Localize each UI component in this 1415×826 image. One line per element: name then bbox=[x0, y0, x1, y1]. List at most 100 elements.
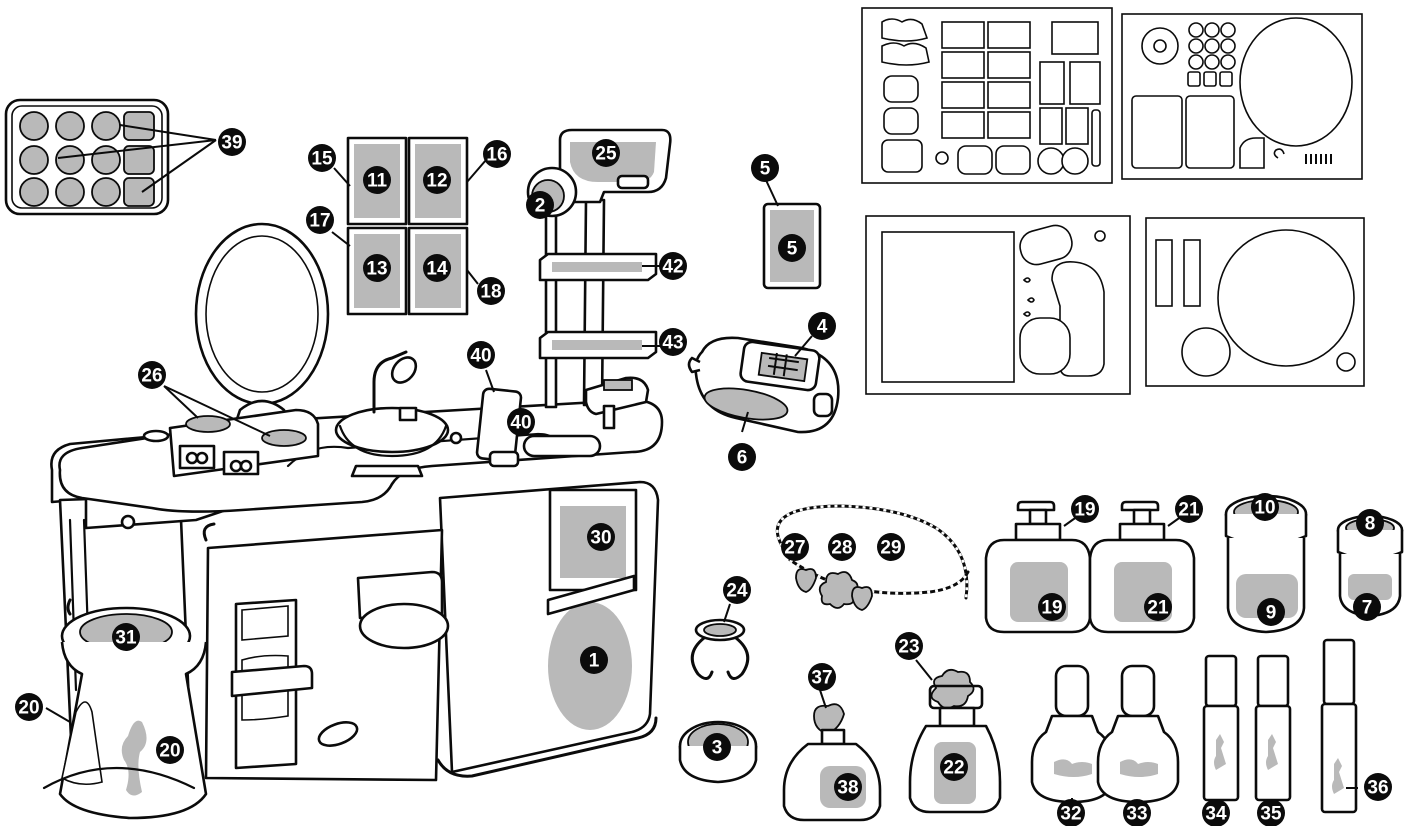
callout-number: 1 bbox=[589, 651, 600, 672]
callout-c15: 15 bbox=[308, 144, 336, 172]
callout-c17: 17 bbox=[306, 206, 334, 234]
callout-number: 4 bbox=[817, 317, 828, 338]
callout-c36: 36 bbox=[1364, 773, 1392, 801]
callout-c21a: 21 bbox=[1175, 495, 1203, 523]
callout-c20b: 20 bbox=[156, 736, 184, 764]
mirror-sticker-cards bbox=[332, 138, 486, 314]
callout-number: 13 bbox=[366, 259, 387, 280]
callout-c27: 27 bbox=[781, 533, 809, 561]
callout-number: 19 bbox=[1074, 500, 1095, 521]
callout-c33: 33 bbox=[1123, 799, 1151, 826]
lip-gloss-1 bbox=[1204, 656, 1238, 800]
callout-c12: 12 bbox=[423, 166, 451, 194]
callout-number: 8 bbox=[1365, 514, 1376, 535]
callout-c16: 16 bbox=[483, 140, 511, 168]
callout-c37: 37 bbox=[808, 663, 836, 691]
sticker-sheet-2 bbox=[1122, 14, 1362, 179]
callout-c40a: 40 bbox=[467, 341, 495, 369]
callout-c42: 42 bbox=[659, 252, 687, 280]
callout-c18: 18 bbox=[477, 277, 505, 305]
callout-c20a: 20 bbox=[15, 693, 43, 721]
callout-c11: 11 bbox=[363, 166, 391, 194]
nail-polish-2 bbox=[1098, 666, 1178, 802]
callout-number: 19 bbox=[1041, 598, 1062, 619]
callout-c21b: 21 bbox=[1144, 593, 1172, 621]
callout-number: 29 bbox=[880, 538, 901, 559]
callout-c9: 9 bbox=[1257, 598, 1285, 626]
sticker-sheet-1 bbox=[862, 8, 1112, 183]
callout-c10: 10 bbox=[1251, 493, 1279, 521]
headband bbox=[777, 506, 968, 610]
callout-c19b: 19 bbox=[1038, 593, 1066, 621]
callout-c19a: 19 bbox=[1071, 495, 1099, 523]
callout-c5a: 5 bbox=[751, 154, 779, 182]
perfume-bottle-flower bbox=[910, 660, 1000, 812]
callout-number: 9 bbox=[1266, 603, 1277, 624]
callout-number: 20 bbox=[18, 698, 39, 719]
callout-c4: 4 bbox=[808, 312, 836, 340]
hair-dryer bbox=[689, 336, 838, 432]
callout-c28: 28 bbox=[828, 533, 856, 561]
callout-c5b: 5 bbox=[778, 234, 806, 262]
callout-number: 6 bbox=[737, 448, 748, 469]
callout-c24: 24 bbox=[723, 576, 751, 604]
callout-number: 36 bbox=[1367, 778, 1388, 799]
callout-number: 3 bbox=[712, 738, 723, 759]
card-5 bbox=[764, 178, 820, 288]
callout-number: 30 bbox=[590, 528, 611, 549]
callout-c26: 26 bbox=[138, 361, 166, 389]
callout-number: 38 bbox=[837, 778, 858, 799]
callout-number: 28 bbox=[831, 538, 852, 559]
sticker-sheet-3 bbox=[866, 216, 1130, 394]
callout-number: 16 bbox=[486, 145, 507, 166]
callout-number: 33 bbox=[1126, 804, 1147, 825]
callout-number: 35 bbox=[1260, 804, 1282, 825]
callout-number: 42 bbox=[662, 257, 683, 278]
callout-c43: 43 bbox=[659, 328, 687, 356]
callout-number: 40 bbox=[510, 413, 531, 434]
callout-number: 11 bbox=[367, 171, 388, 192]
callout-c23: 23 bbox=[895, 632, 923, 660]
callout-c29: 29 bbox=[877, 533, 905, 561]
callout-number: 34 bbox=[1205, 804, 1227, 825]
callout-number: 23 bbox=[898, 637, 919, 658]
callout-number: 31 bbox=[115, 628, 137, 649]
callout-number: 22 bbox=[943, 758, 964, 779]
eyeshadow-palette bbox=[6, 100, 216, 214]
pump-bottle-left bbox=[986, 502, 1090, 632]
callout-number: 39 bbox=[221, 133, 242, 154]
callout-number: 26 bbox=[141, 366, 162, 387]
callout-c38: 38 bbox=[834, 773, 862, 801]
callout-number: 32 bbox=[1060, 804, 1081, 825]
callout-c3: 3 bbox=[703, 733, 731, 761]
callout-number: 14 bbox=[426, 259, 448, 280]
callout-c8: 8 bbox=[1356, 509, 1384, 537]
callout-c22: 22 bbox=[940, 753, 968, 781]
callout-number: 40 bbox=[470, 346, 491, 367]
callout-number: 7 bbox=[1362, 598, 1373, 619]
callout-number: 18 bbox=[480, 282, 501, 303]
callout-c34: 34 bbox=[1202, 799, 1230, 826]
callout-number: 24 bbox=[726, 581, 748, 602]
callout-number: 27 bbox=[784, 538, 805, 559]
ring bbox=[692, 604, 748, 679]
perfume-bottle-heart bbox=[784, 690, 880, 820]
callout-number: 5 bbox=[760, 159, 771, 180]
callout-number: 5 bbox=[787, 239, 798, 260]
callout-number: 25 bbox=[595, 144, 617, 165]
callout-c31: 31 bbox=[112, 623, 140, 651]
callout-number: 37 bbox=[811, 668, 832, 689]
callout-c30: 30 bbox=[587, 523, 615, 551]
callout-c40b: 40 bbox=[507, 408, 535, 436]
callout-c7: 7 bbox=[1353, 593, 1381, 621]
callout-c13: 13 bbox=[363, 254, 391, 282]
callout-number: 15 bbox=[311, 149, 333, 170]
callout-c35: 35 bbox=[1257, 799, 1285, 826]
callout-number: 21 bbox=[1147, 598, 1169, 619]
callout-c6: 6 bbox=[728, 443, 756, 471]
callout-number: 20 bbox=[159, 741, 180, 762]
callout-c32: 32 bbox=[1057, 799, 1085, 826]
callout-number: 21 bbox=[1178, 500, 1200, 521]
callout-number: 12 bbox=[426, 171, 447, 192]
